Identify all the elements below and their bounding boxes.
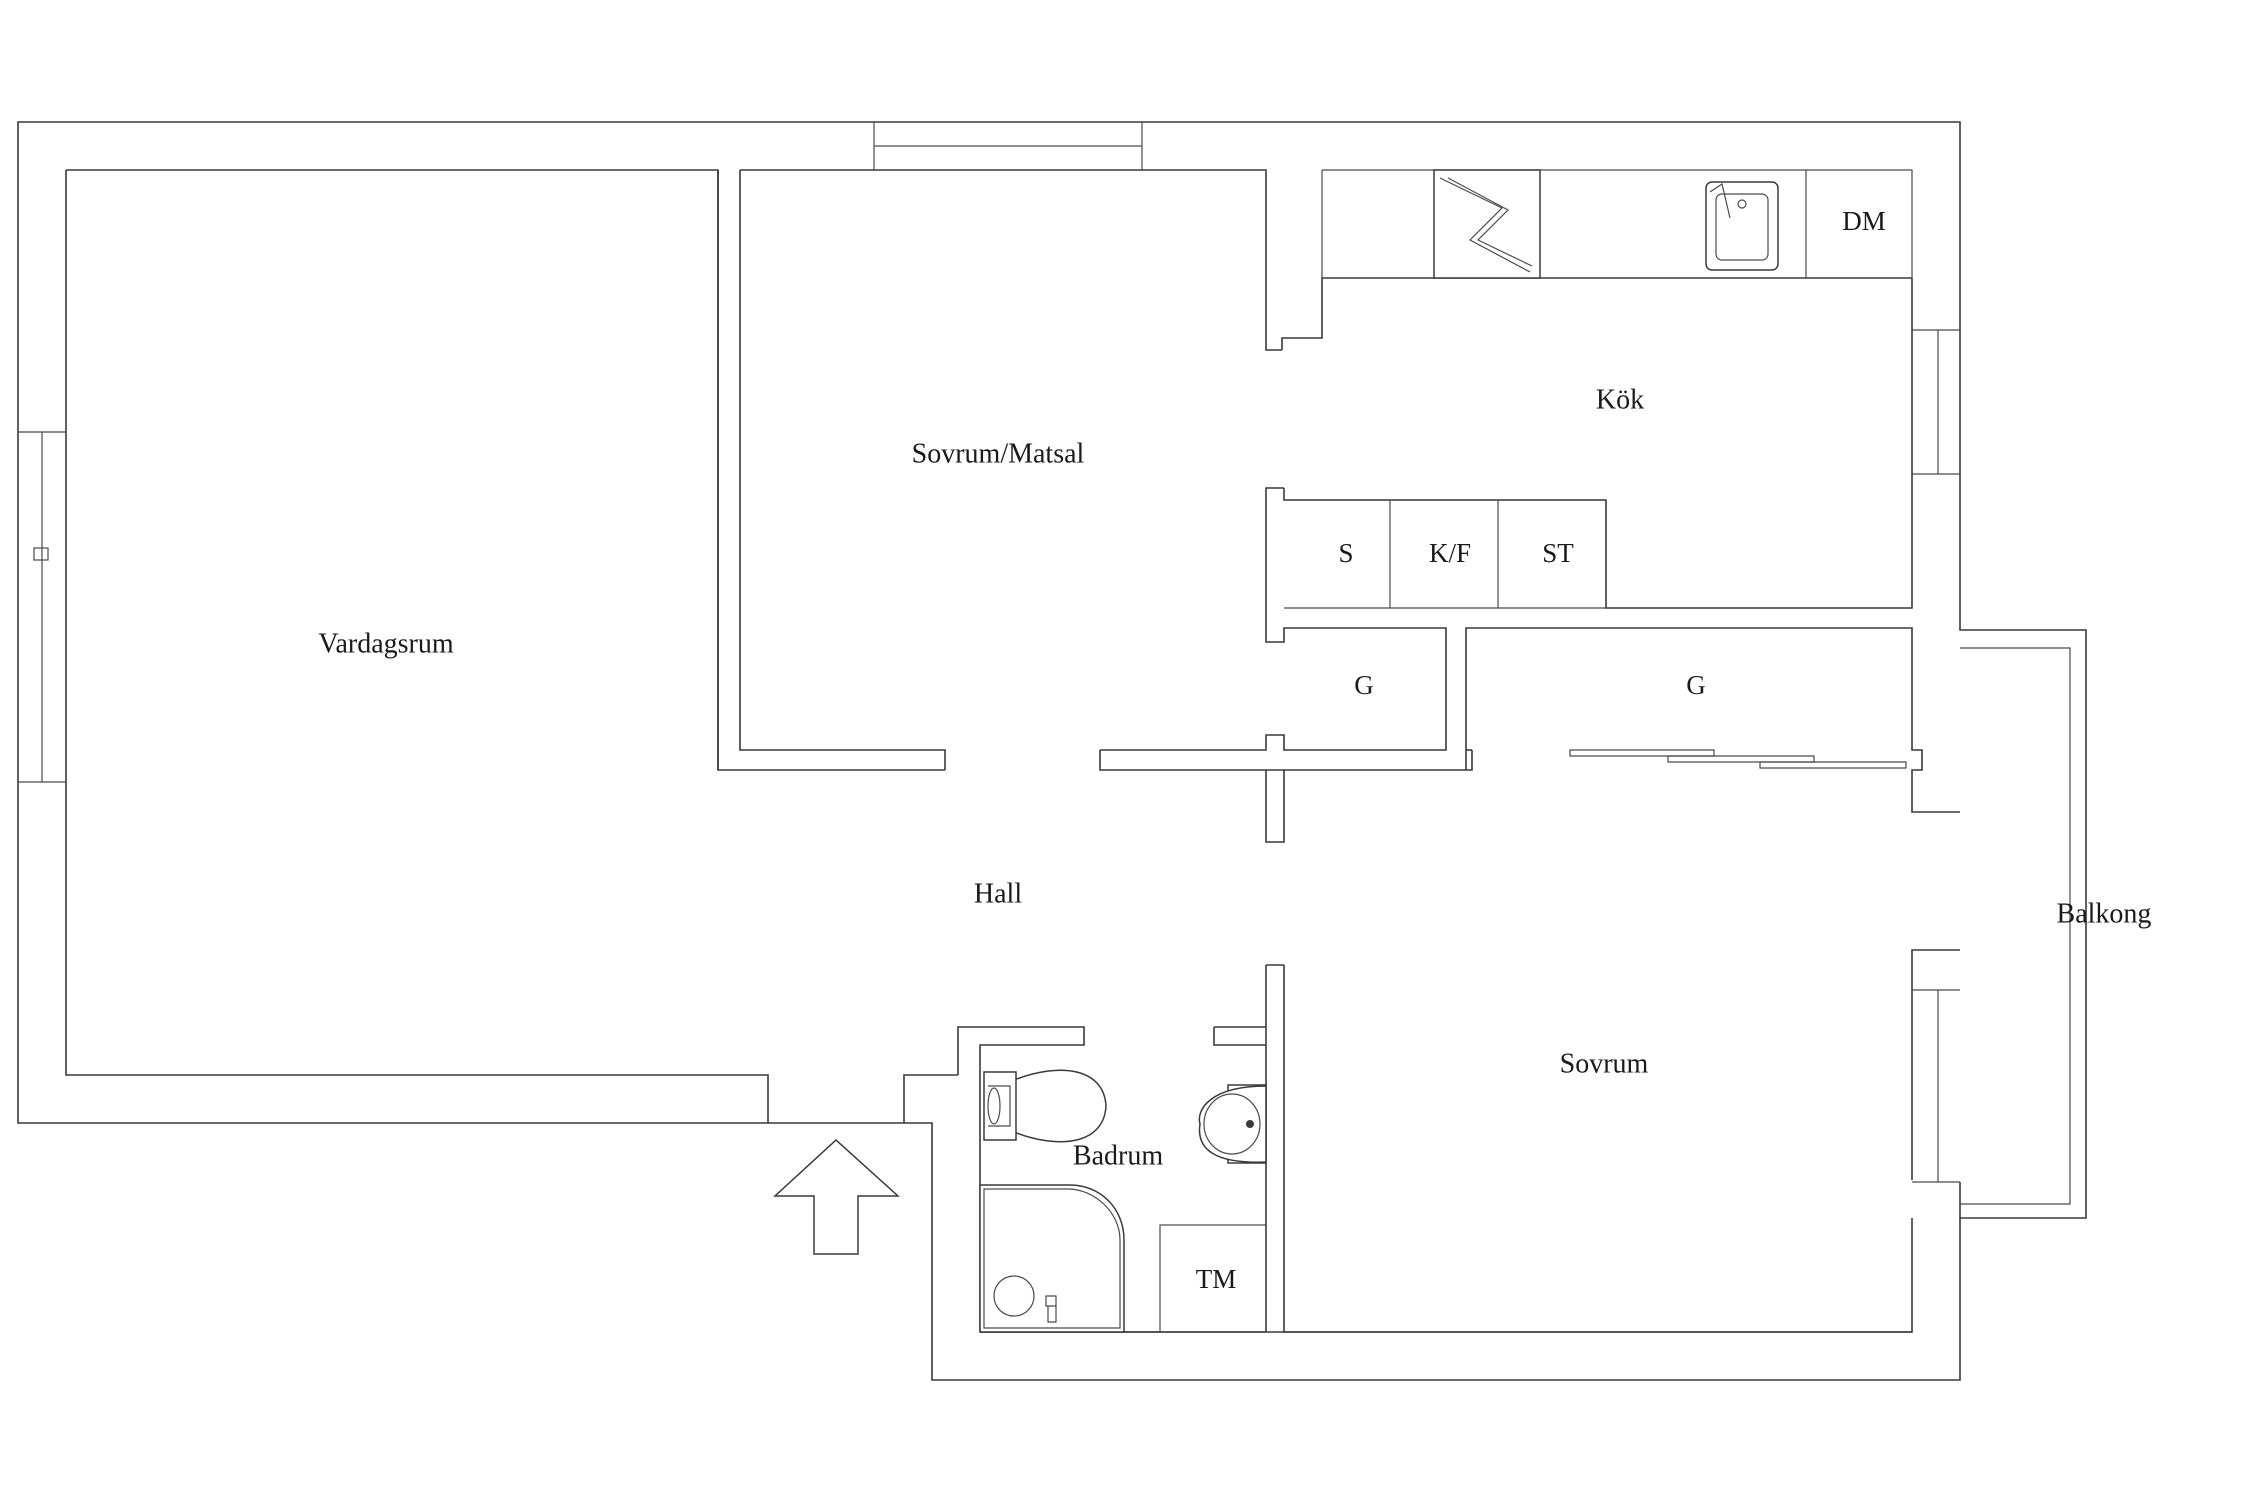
label-hall: Hall [974, 878, 1022, 909]
wash-basin-icon [1198, 1084, 1267, 1164]
windows [18, 122, 1960, 1183]
interior-walls [717, 169, 1960, 1333]
balcony-outline [1960, 647, 2071, 1205]
label-sovrum: Sovrum [1560, 1048, 1649, 1079]
toilet-icon [983, 1069, 1107, 1143]
kitchen-sink-icon [1705, 181, 1779, 271]
shower-icon [979, 1184, 1125, 1333]
label-dm: DM [1842, 206, 1886, 236]
label-badrum: Badrum [1073, 1140, 1163, 1171]
label-kf: K/F [1429, 538, 1471, 568]
label-balkong: Balkong [2057, 898, 2152, 929]
entrance-arrow-icon [773, 1138, 900, 1255]
label-g-small: G [1354, 670, 1374, 700]
stove-icon [1433, 169, 1541, 279]
label-sovrum-matsal: Sovrum/Matsal [912, 438, 1085, 469]
label-st: ST [1542, 538, 1574, 568]
label-s: S [1338, 538, 1353, 568]
label-tm: TM [1196, 1264, 1237, 1294]
label-kok: Kök [1596, 384, 1644, 415]
label-vardagsrum: Vardagsrum [318, 628, 454, 659]
washing-machine-box [1159, 1224, 1267, 1333]
label-g-large: G [1686, 670, 1706, 700]
